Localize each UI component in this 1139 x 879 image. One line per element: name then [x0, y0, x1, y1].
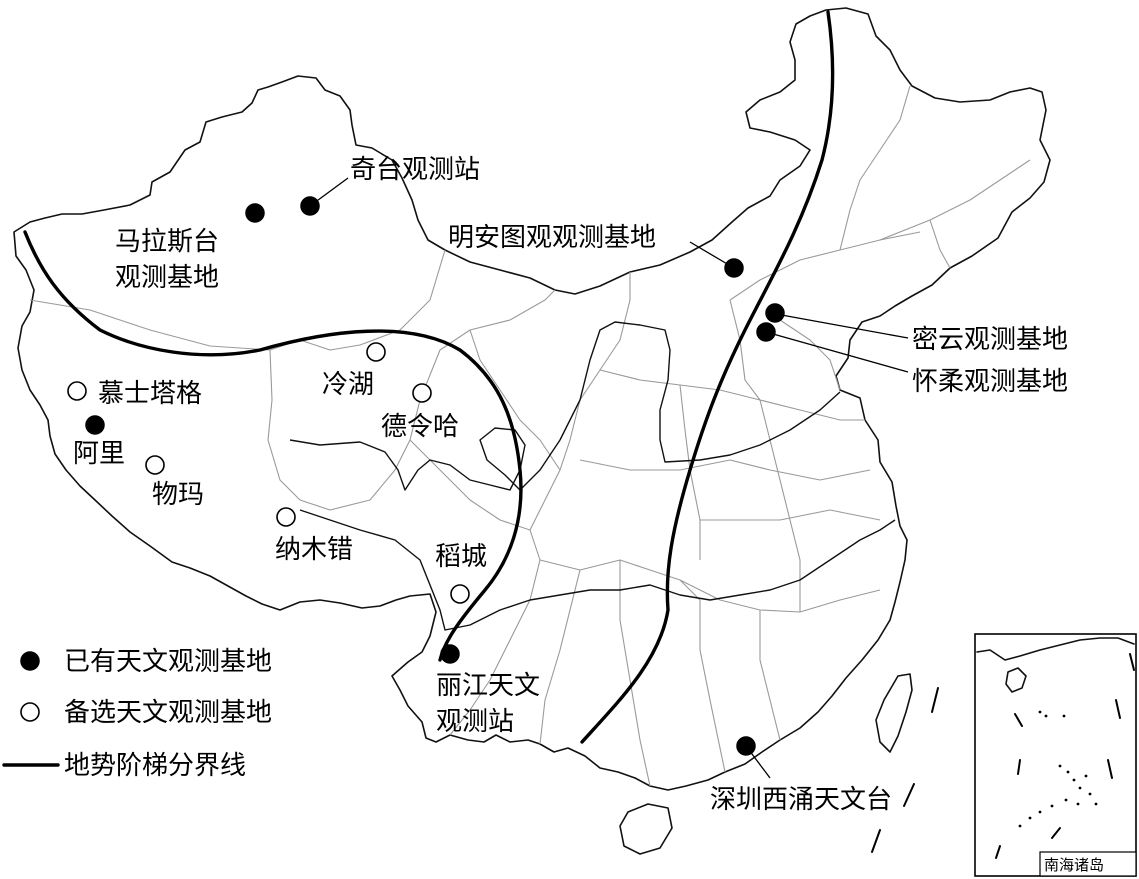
boundary-line-second-third — [580, 10, 835, 744]
label-minganta: 明安图观观测基地 — [448, 223, 656, 253]
south-sea-inset: 南海诸岛 — [974, 633, 1137, 877]
label-mushitage: 慕士塔格 — [98, 379, 202, 409]
terrain-boundaries — [23, 10, 835, 744]
label-lijiang-2: 观测站 — [436, 707, 514, 737]
label-lijiang-1: 丽江天文 — [436, 671, 540, 701]
legend-candidate-marker — [20, 702, 40, 722]
site-qitai — [300, 196, 320, 216]
label-ali: 阿里 — [73, 439, 125, 469]
site-lenghu — [366, 342, 386, 362]
label-lenghu: 冷湖 — [322, 370, 374, 400]
site-ali — [85, 415, 105, 435]
label-huairou: 怀柔观测基地 — [912, 367, 1068, 397]
label-qitai: 奇台观测站 — [350, 155, 480, 185]
existing-sites — [85, 196, 785, 756]
site-delingha — [412, 383, 432, 403]
legend-existing-marker — [20, 651, 40, 671]
site-mushitage — [67, 381, 87, 401]
label-daocheng: 稻城 — [435, 542, 487, 572]
label-malasitai-2: 观测基地 — [115, 263, 219, 293]
label-delingha: 德令哈 — [381, 412, 459, 442]
site-shenzhen — [736, 736, 756, 756]
site-namucuo — [276, 507, 296, 527]
label-miyun: 密云观测基地 — [912, 325, 1068, 355]
legend: 已有天文观测基地 备选天文观测基地 地势阶梯分界线 — [2, 647, 272, 781]
boundary-line-first-second — [23, 230, 523, 662]
site-lijiang — [440, 644, 460, 664]
china-outline — [13, 7, 1051, 791]
label-shenzhen: 深圳西涌天文台 — [710, 785, 892, 815]
inset-frame — [974, 633, 1137, 877]
label-malasitai-1: 马拉斯台 — [115, 227, 219, 257]
inset-hainan — [1005, 667, 1027, 693]
site-huairou — [756, 322, 776, 342]
legend-boundary-label: 地势阶梯分界线 — [64, 751, 246, 781]
site-miyun — [765, 303, 785, 323]
site-minganta — [724, 258, 744, 278]
yangtze-river — [299, 509, 896, 631]
inset-coast — [976, 637, 1135, 661]
site-wuma — [145, 455, 165, 475]
site-malasitai — [245, 203, 265, 223]
label-wuma: 物玛 — [152, 480, 204, 510]
legend-candidate-label: 备选天文观测基地 — [64, 698, 272, 728]
label-namucuo: 纳木错 — [275, 535, 353, 565]
hainan-island — [619, 803, 673, 855]
inset-title: 南海诸岛 — [1044, 856, 1104, 874]
taiwan-island — [875, 673, 913, 753]
candidate-sites — [67, 342, 470, 604]
rivers — [289, 321, 896, 631]
legend-existing-label: 已有天文观测基地 — [64, 647, 272, 677]
site-labels: 奇台观测站 马拉斯台 观测基地 明安图观观测基地 密云观测基地 怀柔观测基地 阿… — [73, 155, 1068, 815]
east-sea-dashes — [871, 687, 939, 853]
site-daocheng — [450, 584, 470, 604]
